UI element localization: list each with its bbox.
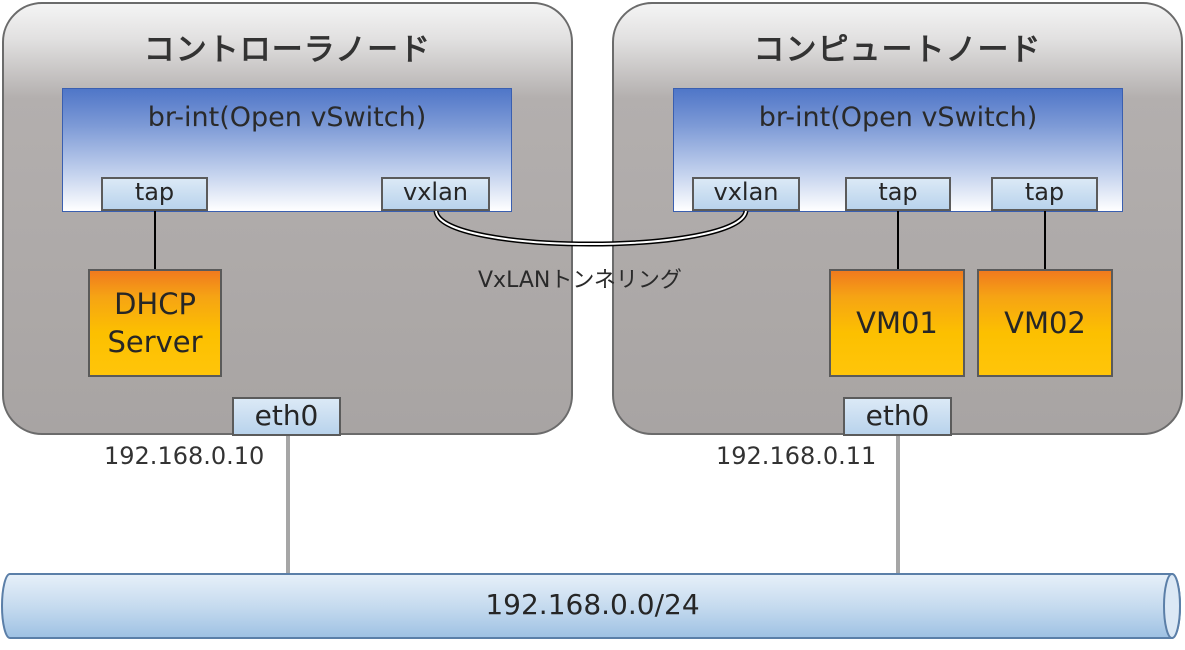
compute-node-title: コンピュートノード (753, 32, 1042, 68)
compute-bridge-label: br-int(Open vSwitch) (758, 102, 1038, 133)
compute-tap1-link (897, 211, 899, 269)
controller-tap-port: tap (101, 177, 208, 211)
controller-eth0-port: eth0 (232, 397, 341, 436)
controller-ip-label: 192.168.0.10 (104, 442, 265, 470)
compute-eth0-port: eth0 (843, 397, 952, 436)
compute-tap-port-2: tap (991, 177, 1098, 211)
dhcp-server-box: DHCP Server (88, 269, 222, 377)
network-pipe (1, 573, 1181, 639)
compute-tap2-link (1044, 211, 1046, 269)
controller-tap-link (154, 211, 156, 269)
compute-uplink-line (896, 434, 900, 574)
controller-bridge-label: br-int(Open vSwitch) (147, 102, 427, 133)
controller-vxlan-port: vxlan (381, 177, 490, 211)
compute-ip-label: 192.168.0.11 (716, 442, 877, 470)
dhcp-label-line1: DHCP (114, 287, 196, 321)
vm01-box: VM01 (829, 269, 965, 377)
network-label: 192.168.0.0/24 (485, 588, 700, 621)
vm02-box: VM02 (977, 269, 1113, 377)
dhcp-label-line2: Server (107, 325, 203, 359)
controller-node-title: コントローラノード (143, 32, 432, 68)
compute-tap-port-1: tap (845, 177, 951, 211)
controller-uplink-line (286, 434, 290, 574)
tunnel-label: VxLANトンネリング (478, 268, 682, 293)
compute-vxlan-port: vxlan (692, 177, 800, 211)
